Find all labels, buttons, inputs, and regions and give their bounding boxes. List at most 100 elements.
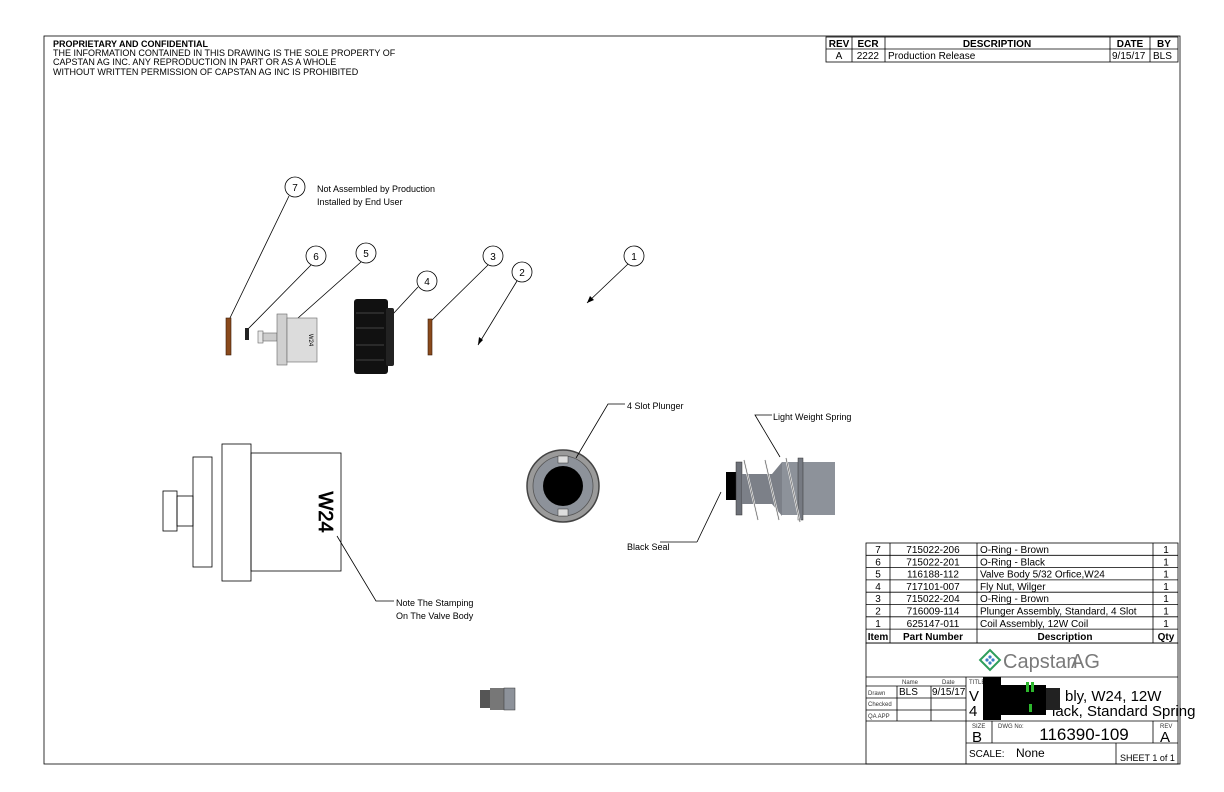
svg-text:SIZE: SIZE	[972, 724, 985, 730]
bom-qty: 1	[1163, 607, 1169, 618]
description-header: DESCRIPTION	[963, 39, 1031, 50]
bom-item: 4	[875, 582, 881, 593]
rev-header: REV	[829, 39, 850, 50]
svg-text:TITLE:: TITLE:	[969, 680, 987, 686]
o-ring-brown-7	[225, 317, 232, 356]
notice-line: THE INFORMATION CONTAINED IN THIS DRAWIN…	[53, 48, 396, 58]
bom-description: Coil Assembly, 12W Coil	[980, 619, 1088, 630]
bom-description: Valve Body 5/32 Orfice,W24	[980, 570, 1105, 581]
bom-part-number: 625147-011	[907, 619, 960, 630]
drawing-scale: None	[1016, 746, 1045, 760]
black-seal	[726, 472, 736, 500]
valve-body-side-view: W24 Note The Stamping On The Valve Body	[162, 443, 474, 621]
bom-description: Fly Nut, Wilger	[980, 582, 1046, 593]
bom-header: Qty	[1158, 632, 1175, 643]
arrowhead	[587, 296, 594, 303]
svg-text:6: 6	[313, 252, 319, 263]
capstan-logo: Capstan AG	[978, 648, 1100, 673]
sheet-number: SHEET 1 of 1	[1120, 753, 1175, 763]
note-4-slot-plunger: 4 Slot Plunger	[627, 401, 684, 411]
svg-text:DWG No:: DWG No:	[998, 724, 1024, 730]
balloon-4: 4	[416, 270, 438, 292]
exploded-view: 7 6 5 4 3 2 1 Not Assembled by Productio…	[225, 176, 645, 374]
drawn-date: 9/15/17	[932, 687, 966, 698]
o-ring-black-6	[245, 328, 249, 340]
title-block: Capstan AG Name Date Drawn Checked QA AP…	[865, 642, 1195, 765]
bom-part-number: 715022-204	[906, 594, 960, 605]
title-line-1-start: V	[969, 688, 979, 705]
svg-text:3: 3	[490, 252, 496, 263]
bom-qty: 1	[1163, 619, 1169, 630]
sheet-size: B	[972, 729, 982, 746]
notice-heading: PROPRIETARY AND CONFIDENTIAL	[53, 39, 209, 49]
plunger-side-view: Black Seal Light Weight Spring	[627, 412, 851, 552]
drawing-rev: A	[1160, 729, 1170, 746]
notice-line: WITHOUT WRITTEN PERMISSION OF CAPSTAN AG…	[53, 67, 359, 77]
bom-item: 3	[875, 594, 881, 605]
ecr-value: 2222	[857, 51, 880, 62]
date-header: DATE	[1117, 39, 1144, 50]
fly-nut-4	[354, 299, 394, 374]
bom-qty: 1	[1163, 557, 1169, 568]
svg-text:7: 7	[292, 183, 298, 194]
valve-body-5: W24	[257, 313, 318, 366]
part-stamp: W24	[307, 334, 313, 347]
title-line-2-start: 4	[969, 703, 977, 720]
bom-part-number: 116188-112	[907, 570, 959, 581]
bom-qty: 1	[1163, 594, 1169, 605]
bom-item: 5	[875, 570, 881, 581]
bom-item: 1	[875, 619, 881, 630]
bom-qty: 1	[1163, 582, 1169, 593]
svg-text:5: 5	[363, 249, 369, 260]
title-line-2-end: lack, Standard Spring	[1052, 703, 1195, 720]
bom-part-number: 716009-114	[907, 607, 960, 618]
revision-table: REV ECR DESCRIPTION DATE BY A 2222 Produ…	[825, 36, 1179, 63]
rev-value: A	[836, 51, 843, 62]
bom-qty: 1	[1163, 570, 1169, 581]
bom-item: 7	[875, 545, 881, 556]
bom-description: O-Ring - Brown	[980, 594, 1049, 605]
svg-text:Drawn: Drawn	[868, 691, 885, 697]
by-header: BY	[1157, 39, 1171, 50]
balloon-6: 6	[305, 245, 327, 267]
confidential-notice: PROPRIETARY AND CONFIDENTIAL THE INFORMA…	[53, 39, 396, 77]
svg-text:REV: REV	[1160, 724, 1172, 730]
plunger-end-view: 4 Slot Plunger	[526, 401, 684, 523]
note-stamping-2: On The Valve Body	[396, 611, 474, 621]
balloon-3: 3	[482, 245, 504, 267]
drawing-number: 116390-109	[1039, 725, 1129, 744]
ecr-header: ECR	[857, 39, 879, 50]
balloon-1: 1	[623, 245, 645, 267]
svg-text:Capstan: Capstan	[1003, 651, 1078, 673]
balloon-2: 2	[511, 261, 533, 283]
bom-header: Description	[1037, 632, 1092, 643]
bom-description: O-Ring - Brown	[980, 545, 1049, 556]
arrowhead	[478, 337, 483, 345]
balloon-5: 5	[355, 242, 377, 264]
svg-text:AG: AG	[1071, 651, 1100, 673]
notice-line: CAPSTAN AG INC. ANY REPRODUCTION IN PART…	[53, 57, 336, 67]
bom-description: Plunger Assembly, Standard, 4 Slot	[980, 607, 1137, 618]
note-installed-by-user: Installed by End User	[317, 197, 403, 207]
w24-stamp: W24	[314, 491, 336, 532]
svg-text:QA APP: QA APP	[868, 714, 890, 720]
bom-part-number: 715022-206	[906, 545, 960, 556]
svg-text:4: 4	[424, 277, 430, 288]
assembly-thumbnail	[480, 687, 516, 711]
bom-part-number: 717101-007	[906, 582, 960, 593]
o-ring-brown-3	[427, 318, 433, 356]
svg-text:Date: Date	[942, 680, 955, 686]
note-light-spring: Light Weight Spring	[773, 412, 851, 422]
note-not-assembled: Not Assembled by Production	[317, 184, 435, 194]
overlaid-image	[983, 677, 1060, 720]
svg-text:Name: Name	[902, 680, 919, 686]
drawn-by: BLS	[899, 687, 918, 698]
title-line-1-end: bly, W24, 12W	[1065, 688, 1162, 705]
balloon-7: 7	[284, 176, 306, 198]
svg-text:SCALE:: SCALE:	[969, 749, 1005, 760]
bom-description: O-Ring - Black	[980, 557, 1046, 568]
rev-description: Production Release	[888, 51, 976, 62]
bom-item: 2	[875, 607, 881, 618]
svg-text:Checked: Checked	[868, 702, 892, 708]
